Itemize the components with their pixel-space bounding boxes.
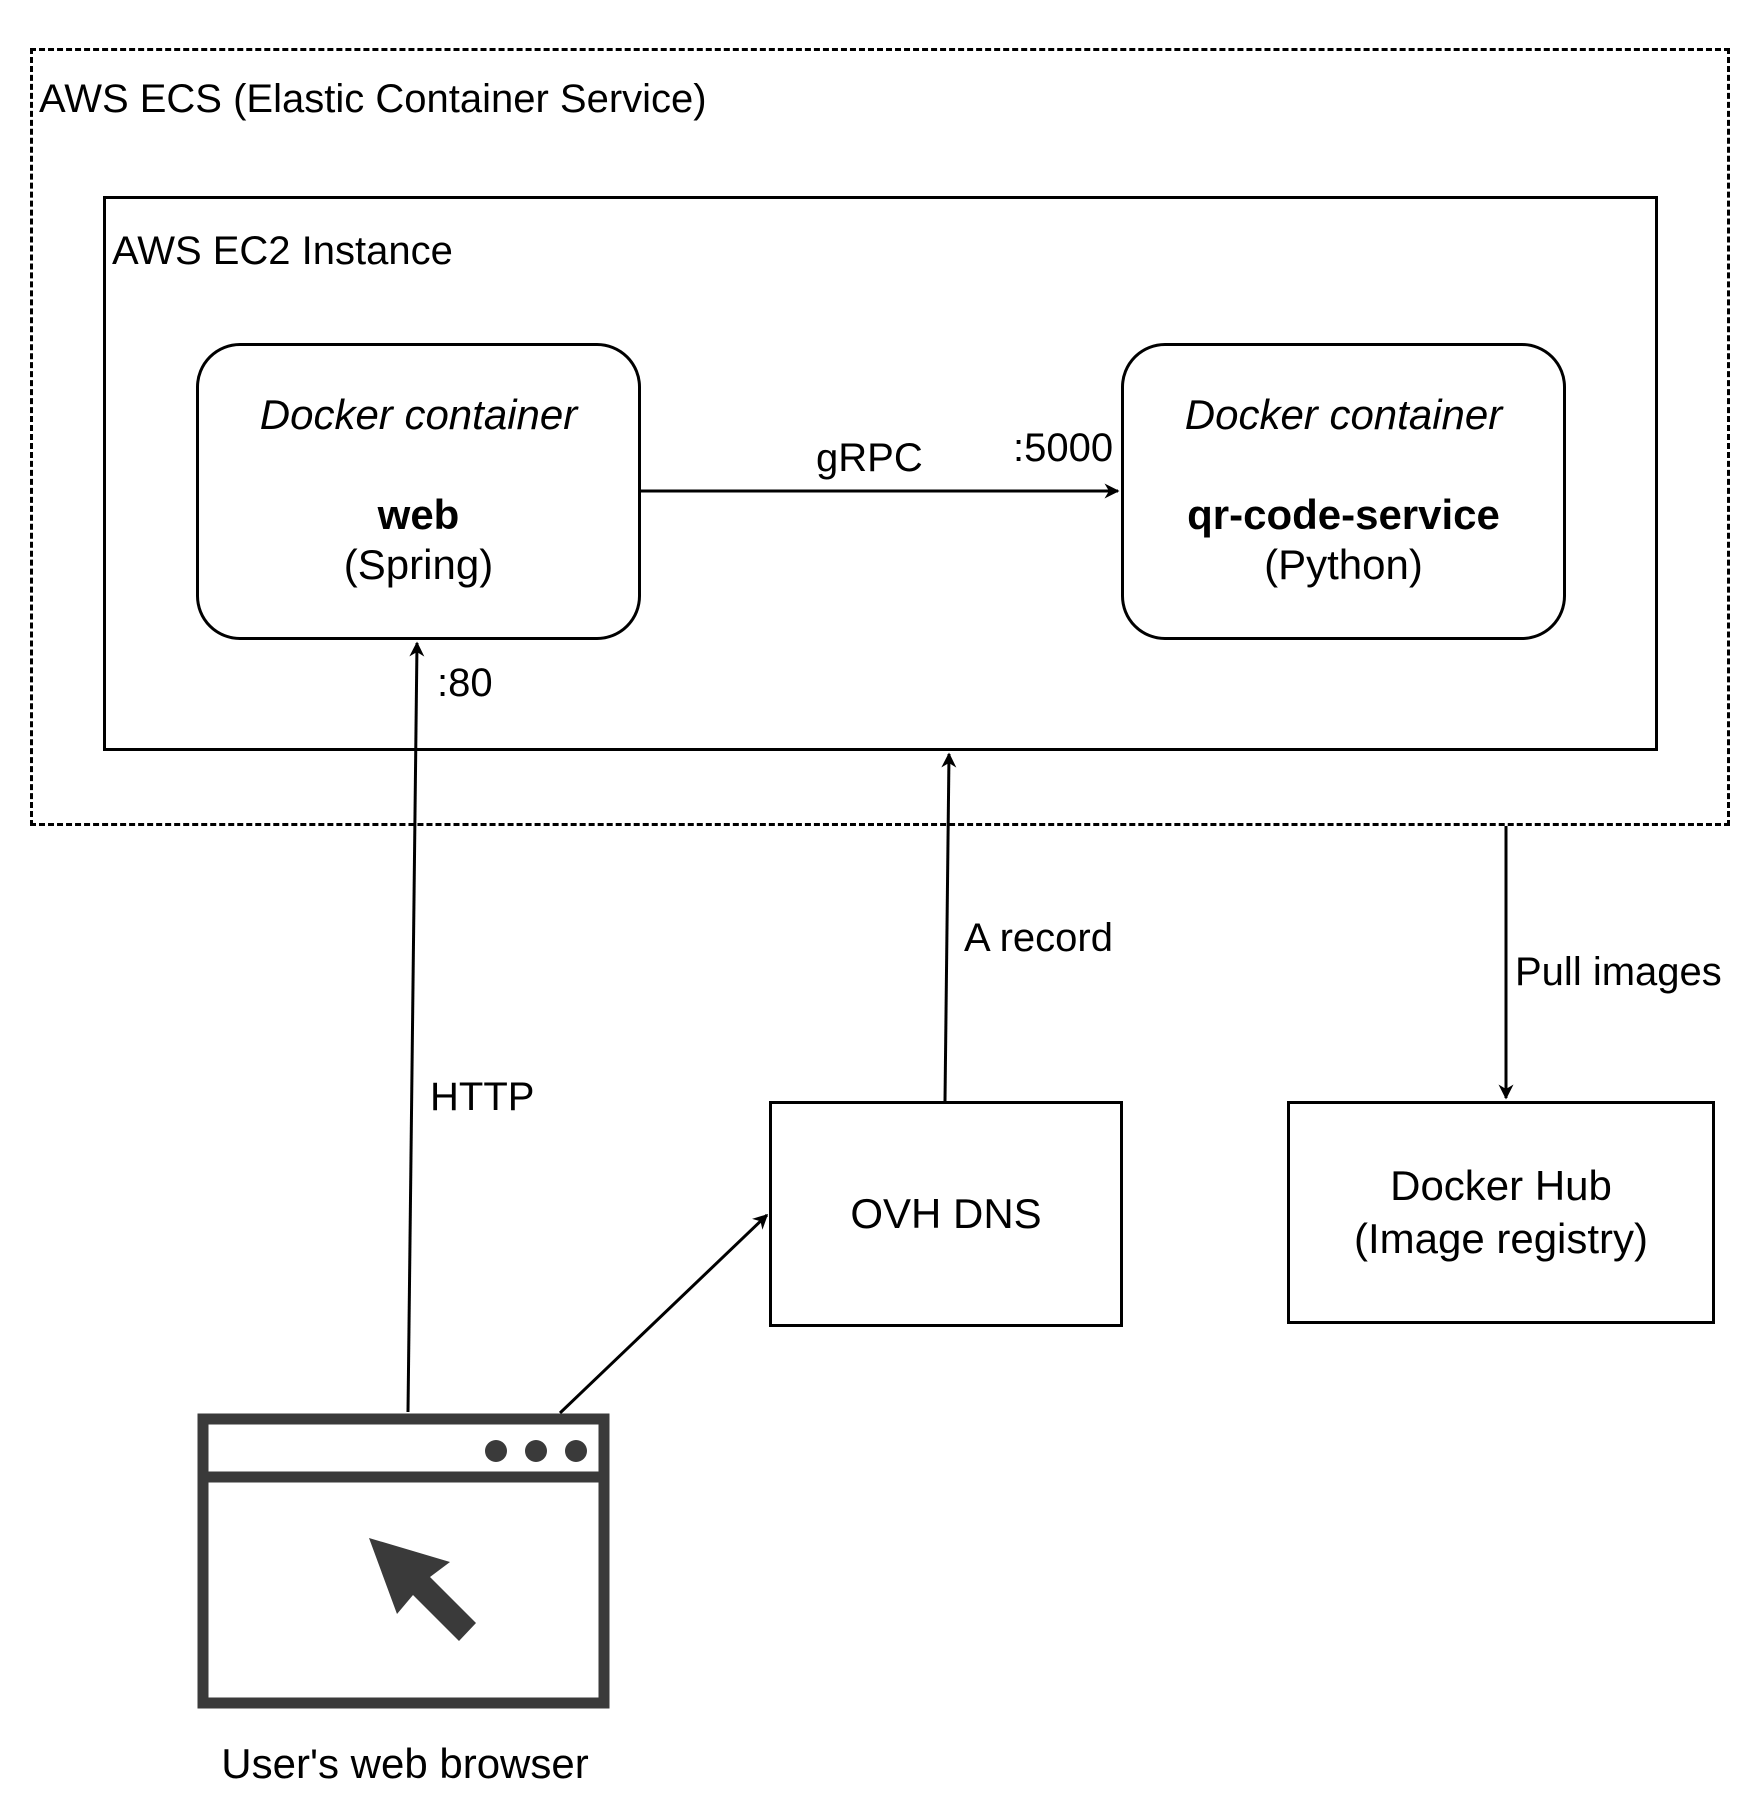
ovh-dns-node: OVH DNS bbox=[769, 1101, 1123, 1327]
grpc-edge-label: gRPC bbox=[816, 436, 923, 480]
a-record-edge-label: A record bbox=[964, 916, 1113, 960]
web-container-tech: (Spring) bbox=[343, 541, 494, 588]
browser-window-cursor-icon bbox=[197, 1413, 610, 1709]
browser-caption: User's web browser bbox=[221, 1740, 589, 1787]
qr-container-name: qr-code-service bbox=[1187, 491, 1500, 538]
aws-ecs-title: AWS ECS (Elastic Container Service) bbox=[39, 77, 707, 121]
web-container-node: Docker container web (Spring) bbox=[196, 343, 641, 640]
web-container-name: web bbox=[377, 491, 460, 538]
a-record-edge bbox=[941, 752, 957, 1102]
docker-hub-node: Docker Hub (Image registry) bbox=[1287, 1101, 1715, 1324]
qr-code-service-container-node: Docker container qr-code-service (Python… bbox=[1121, 343, 1566, 640]
dns-lookup-edge bbox=[558, 1213, 769, 1415]
aws-ecs-boundary: AWS ECS (Elastic Container Service) bbox=[30, 48, 1730, 826]
aws-ec2-title: AWS EC2 Instance bbox=[112, 229, 453, 273]
docker-hub-title: Docker Hub bbox=[1390, 1162, 1612, 1209]
http-port-label: :80 bbox=[437, 661, 493, 705]
qr-container-tech: (Python) bbox=[1264, 541, 1423, 588]
ovh-dns-label: OVH DNS bbox=[850, 1189, 1042, 1237]
web-container-type: Docker container bbox=[259, 391, 578, 438]
http-edge bbox=[406, 641, 425, 1413]
aws-ec2-instance: AWS EC2 Instance bbox=[103, 196, 1658, 751]
http-edge-label: HTTP bbox=[430, 1075, 535, 1119]
docker-hub-subtitle: (Image registry) bbox=[1353, 1214, 1649, 1262]
grpc-port-label: :5000 bbox=[1013, 426, 1114, 470]
pull-images-edge-label: Pull images bbox=[1515, 950, 1722, 994]
qr-container-type: Docker container bbox=[1184, 391, 1503, 438]
